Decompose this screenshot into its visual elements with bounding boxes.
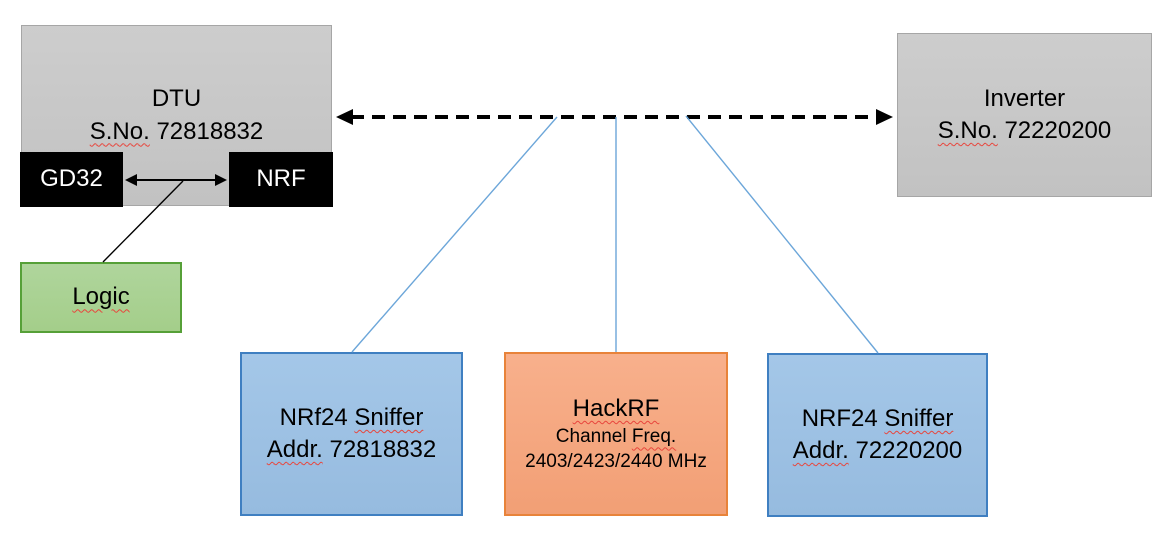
inverter-serial: S.No. 72220200 xyxy=(938,115,1111,147)
sniffer-right-connector-line xyxy=(685,115,879,354)
dtu-title: DTU xyxy=(151,85,202,113)
hackrf-title: HackRF xyxy=(572,395,660,423)
hackrf-box: HackRF Channel Freq. 2403/2423/2440 MHz xyxy=(504,352,728,516)
nrf-box: NRF xyxy=(229,152,333,207)
hackrf-channel-freq: Channel Freq. xyxy=(555,426,677,448)
dtu-serial-prefix: S.No. xyxy=(89,117,150,145)
dtu-serial-number: 72818832 xyxy=(149,117,264,145)
inverter-title: Inverter xyxy=(983,84,1066,112)
arrowhead-left-icon xyxy=(336,109,353,125)
logic-box: Logic xyxy=(20,262,182,333)
dtu-serial: S.No. 72818832 xyxy=(90,116,263,148)
nrf-label: NRF xyxy=(256,165,306,193)
hackrf-frequencies: 2403/2423/2440 MHz xyxy=(525,451,707,473)
arrowhead-right-icon xyxy=(876,109,893,125)
sniffer-right-address: Addr. 72220200 xyxy=(792,437,963,464)
sniffer-left-address: Addr. 72818832 xyxy=(266,436,437,463)
inverter-serial-number: 72220200 xyxy=(997,117,1112,144)
sniffer-left-title: NRf24 Sniffer xyxy=(279,403,424,431)
sniffer-right-box: NRF24 Sniffer Addr. 72220200 xyxy=(767,353,988,517)
inverter-box: Inverter S.No. 72220200 xyxy=(897,33,1152,197)
sniffer-left-box: NRf24 Sniffer Addr. 72818832 xyxy=(240,352,463,516)
sniffer-left-connector-line xyxy=(351,116,558,353)
inverter-serial-prefix: S.No. xyxy=(937,117,998,144)
dtu-inverter-link xyxy=(336,109,893,125)
gd32-label: GD32 xyxy=(40,165,103,193)
gd32-box: GD32 xyxy=(20,152,123,207)
sniffer-right-title: NRF24 Sniffer xyxy=(801,404,954,432)
logic-label: Logic xyxy=(72,283,130,311)
